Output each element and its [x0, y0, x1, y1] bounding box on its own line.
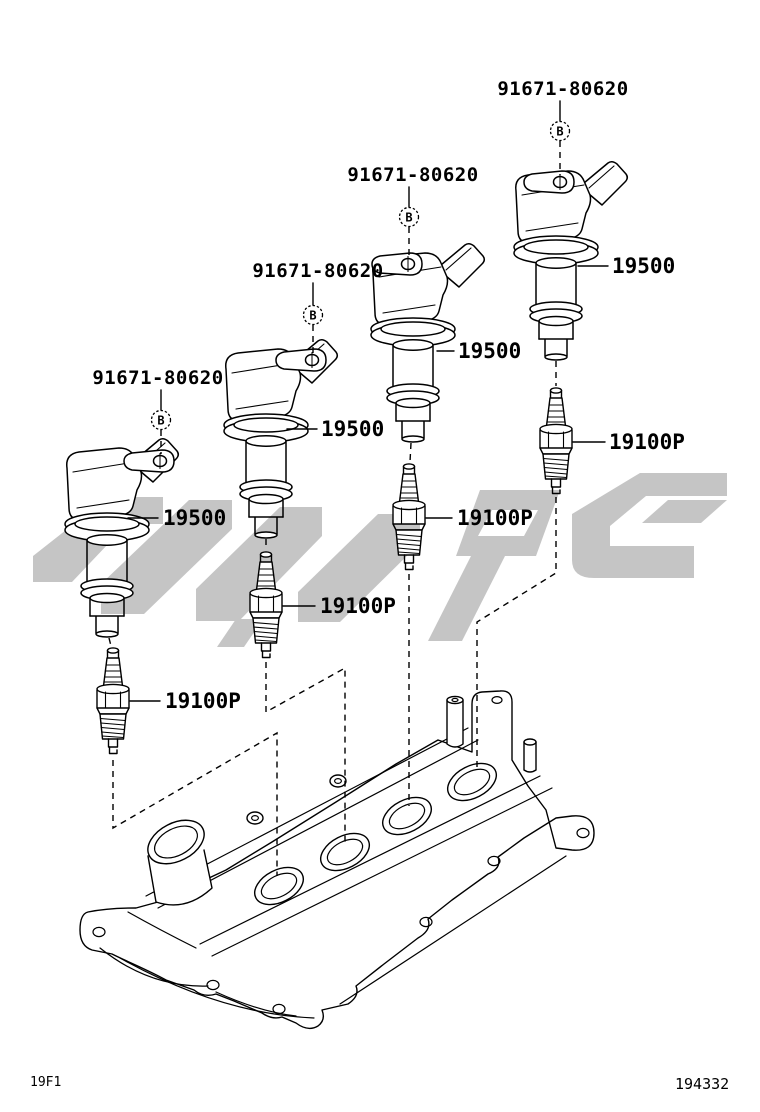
spark-plug-1: [96, 647, 130, 755]
coil-part-number-3: 19500: [458, 339, 521, 363]
leader-plug-4: [476, 497, 557, 772]
bolt-boss: [246, 774, 347, 825]
bolt-symbol: B: [556, 125, 563, 139]
watermark-glyph: [572, 473, 727, 578]
plug-part-number-4: 19100P: [609, 430, 685, 454]
cover-bolt-hole: [92, 695, 590, 1015]
watermark-glyph: [428, 556, 505, 641]
spark-plug-tube-2: [320, 832, 370, 872]
valve-cover-rail: [145, 727, 553, 957]
bolt-part-number: 91671-80620: [92, 367, 223, 389]
watermark-glyph: [101, 500, 232, 614]
valve-cover-flange-line: [119, 855, 567, 1019]
spark-plug-4: [539, 387, 573, 495]
valve-cover: [79, 690, 595, 1030]
bolt-callout-3: 91671-80620 B: [252, 260, 383, 353]
bolt-symbol: B: [405, 211, 412, 225]
bolt-part-number: 91671-80620: [252, 260, 383, 282]
leader-plug-1: [112, 731, 278, 876]
leader-plug-2: [265, 662, 346, 842]
spark-plug-tube-4: [447, 762, 497, 802]
watermark-glyph: [456, 490, 560, 556]
plug-part-number-3: 19100P: [457, 506, 533, 530]
spark-plug-tube-1: [254, 866, 304, 906]
coil-to-plug-dashes: [108, 361, 557, 647]
stud-post: [446, 695, 537, 773]
spark-plug-3: [392, 463, 426, 571]
bolt-part-number: 91671-80620: [497, 78, 628, 100]
bolt-callout-2: 91671-80620 B: [347, 164, 478, 257]
watermark-glyph: [217, 619, 263, 647]
watermark-glyph: [642, 500, 727, 523]
plug-part-number-1: 19100P: [165, 689, 241, 713]
coil-part-number-1: 19500: [163, 506, 226, 530]
oil-filler-neck: [147, 819, 213, 906]
ignition-coil-4: [513, 160, 629, 361]
bolt-symbol: B: [157, 414, 164, 428]
coil-part-number-4: 19500: [612, 254, 675, 278]
plug-to-tube-leader-lines: [112, 497, 557, 876]
watermark-logo: [33, 473, 727, 647]
plug-labels: 19100P 19100P 19100P 19100P: [129, 430, 685, 713]
spark-plug-tube-3: [382, 796, 432, 836]
figure-code: 19F1: [30, 1075, 61, 1090]
drawing-number: 194332: [675, 1075, 729, 1093]
valve-cover-rib: [99, 911, 297, 1017]
coil-part-number-2: 19500: [321, 417, 384, 441]
bolt-part-number: 91671-80620: [347, 164, 478, 186]
coil-labels: 19500 19500 19500 19500: [127, 254, 675, 530]
bolt-callout-1: 91671-80620 B: [497, 78, 628, 175]
watermark-glyph: [196, 507, 322, 621]
bolt-symbol: B: [309, 309, 316, 323]
watermark-glyph: [298, 514, 420, 622]
bolt-callout-4: 91671-80620 B: [92, 367, 223, 454]
plug-part-number-2: 19100P: [320, 594, 396, 618]
